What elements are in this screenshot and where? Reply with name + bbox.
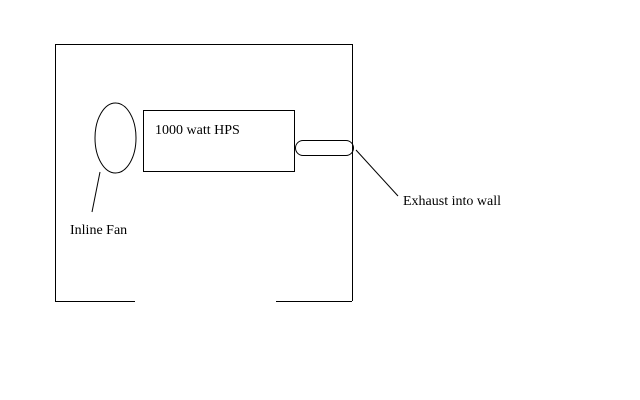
inline-fan-label: Inline Fan	[70, 223, 127, 238]
exhaust-duct	[295, 140, 354, 156]
room-walls	[55, 44, 353, 302]
inline-fan-shape	[94, 102, 137, 174]
exhaust-label: Exhaust into wall	[403, 194, 501, 209]
hps-lamp-box	[143, 110, 295, 172]
inline-fan-leader-line	[91, 171, 101, 213]
hps-lamp-label: 1000 watt HPS	[155, 123, 240, 138]
exhaust-leader-line	[355, 149, 399, 197]
